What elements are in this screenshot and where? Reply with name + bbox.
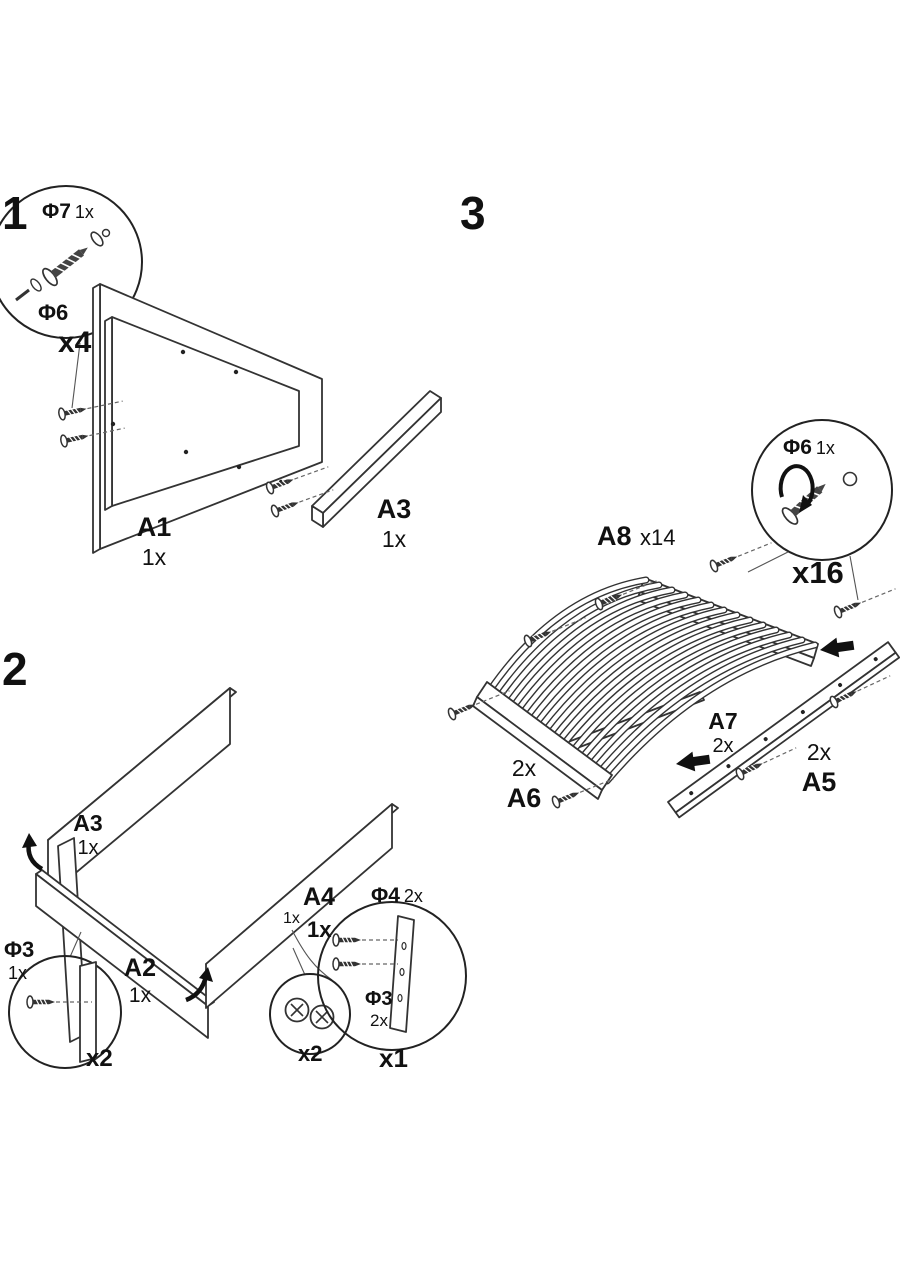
a5-name: A5 bbox=[801, 766, 837, 797]
step3-number: 3 bbox=[460, 187, 486, 239]
phi3-right-qty: 2x bbox=[370, 1011, 388, 1030]
part-label-a6: 2x A6 bbox=[495, 754, 553, 814]
slat bbox=[576, 626, 780, 764]
a7-name: A7 bbox=[708, 708, 738, 734]
a4-qty: 1x bbox=[307, 917, 332, 942]
phi6-label: Φ6 bbox=[38, 300, 69, 325]
slat bbox=[495, 581, 663, 701]
a8-name: A8 bbox=[597, 521, 632, 551]
callout-leader-line bbox=[69, 931, 82, 958]
part-label-a2: A2 1x bbox=[112, 954, 168, 1009]
phi6-text: Φ6 bbox=[783, 436, 812, 459]
part-label-a5: 2x A5 bbox=[790, 738, 848, 798]
a1-qty: 1x bbox=[141, 544, 167, 571]
callout-leader-line bbox=[71, 342, 81, 409]
a8-qty: x14 bbox=[639, 525, 676, 550]
a3-qty: 1x bbox=[77, 837, 99, 860]
a6-qty: 2x bbox=[511, 755, 537, 781]
screw-icon bbox=[709, 537, 774, 572]
phi4-qty: 2x bbox=[403, 886, 423, 906]
rail-a3 bbox=[311, 390, 442, 528]
bolt-icon bbox=[40, 240, 94, 288]
step1-detail-callout-circle bbox=[0, 185, 143, 339]
rail-a5 bbox=[667, 641, 900, 819]
part-label-a7: A7 2x bbox=[698, 708, 748, 759]
a1-name: A1 bbox=[136, 512, 172, 542]
camlock-screw-count: x2 bbox=[298, 1041, 323, 1066]
screw-icon bbox=[333, 958, 398, 970]
slat bbox=[558, 616, 754, 750]
slat bbox=[486, 576, 650, 694]
a7-qty: 2x bbox=[712, 735, 734, 758]
a3-name: A3 bbox=[376, 494, 412, 524]
cam-lock-icon bbox=[284, 997, 310, 1023]
part-label-a3-step1: A3 1x bbox=[363, 494, 425, 554]
slat bbox=[603, 641, 819, 785]
a5-qty: 2x bbox=[806, 739, 832, 765]
phi6-qty: 1x bbox=[815, 438, 835, 458]
washer-icon bbox=[15, 228, 111, 302]
a2-name: A2 bbox=[124, 954, 156, 982]
slat bbox=[522, 596, 702, 722]
step3-illustration bbox=[447, 419, 900, 819]
slat bbox=[585, 631, 793, 771]
camlock-detail-callout bbox=[269, 973, 351, 1055]
slat bbox=[504, 586, 676, 708]
part-label-a1: A1 1x bbox=[123, 512, 185, 572]
detail-panel-count: x1 bbox=[379, 1043, 408, 1073]
callout-leader-line bbox=[292, 947, 306, 976]
step1-screw-count: x4 bbox=[58, 326, 92, 359]
cam-lock-icon bbox=[309, 1004, 335, 1030]
slat bbox=[513, 591, 689, 715]
phi3-right-label: Φ3 bbox=[365, 988, 393, 1010]
phi3-left-screw-count: x2 bbox=[86, 1045, 113, 1072]
part-label-a3-step2: A3 1x bbox=[62, 810, 114, 861]
washer-icon bbox=[842, 471, 858, 487]
phi3-detail-callout bbox=[8, 955, 122, 1069]
a6-name: A6 bbox=[506, 782, 542, 813]
step2-illustration bbox=[8, 687, 467, 1069]
a3-name: A3 bbox=[73, 810, 103, 836]
step1-number: 1 bbox=[2, 187, 28, 239]
phi3-left-qty: 1x bbox=[8, 963, 28, 983]
screw-icon bbox=[333, 934, 398, 946]
step2-number: 2 bbox=[2, 643, 28, 695]
step3-screw-count: x16 bbox=[792, 555, 844, 590]
slat-rail-near bbox=[472, 681, 613, 800]
slat bbox=[567, 621, 767, 757]
a4-name: A4 bbox=[303, 883, 335, 911]
callout-leader-line bbox=[849, 555, 859, 601]
slat bbox=[531, 601, 715, 729]
part-label-a8: A8 x14 bbox=[597, 521, 676, 552]
slat bbox=[549, 611, 741, 743]
slat-group bbox=[486, 576, 819, 785]
callout-leader-line bbox=[747, 551, 789, 573]
step3-detail-callout-circle bbox=[751, 419, 893, 561]
callout-leader-line bbox=[291, 929, 333, 981]
phi3-left-label: Φ3 bbox=[4, 937, 35, 962]
rotate-arrow-icon bbox=[22, 833, 44, 871]
phi4-detail-callout bbox=[317, 901, 467, 1051]
insert-arrow-icon bbox=[818, 635, 856, 660]
step1-illustration bbox=[0, 185, 442, 554]
side-panel-a4 bbox=[205, 803, 399, 1009]
phi4-text: Φ4 bbox=[371, 884, 400, 907]
rotate-arrow-icon bbox=[778, 464, 815, 513]
a4-note-qty: 1x bbox=[283, 910, 300, 927]
phi7-text: Φ7 bbox=[42, 200, 71, 223]
step3-detail-callout bbox=[747, 419, 893, 601]
a2-qty: 1x bbox=[128, 983, 152, 1007]
rotate-arrow-icon bbox=[185, 967, 213, 1003]
phi7-qty: 1x bbox=[74, 202, 94, 222]
a3-qty: 1x bbox=[381, 526, 407, 553]
slat bbox=[594, 636, 806, 778]
slat bbox=[540, 606, 728, 736]
